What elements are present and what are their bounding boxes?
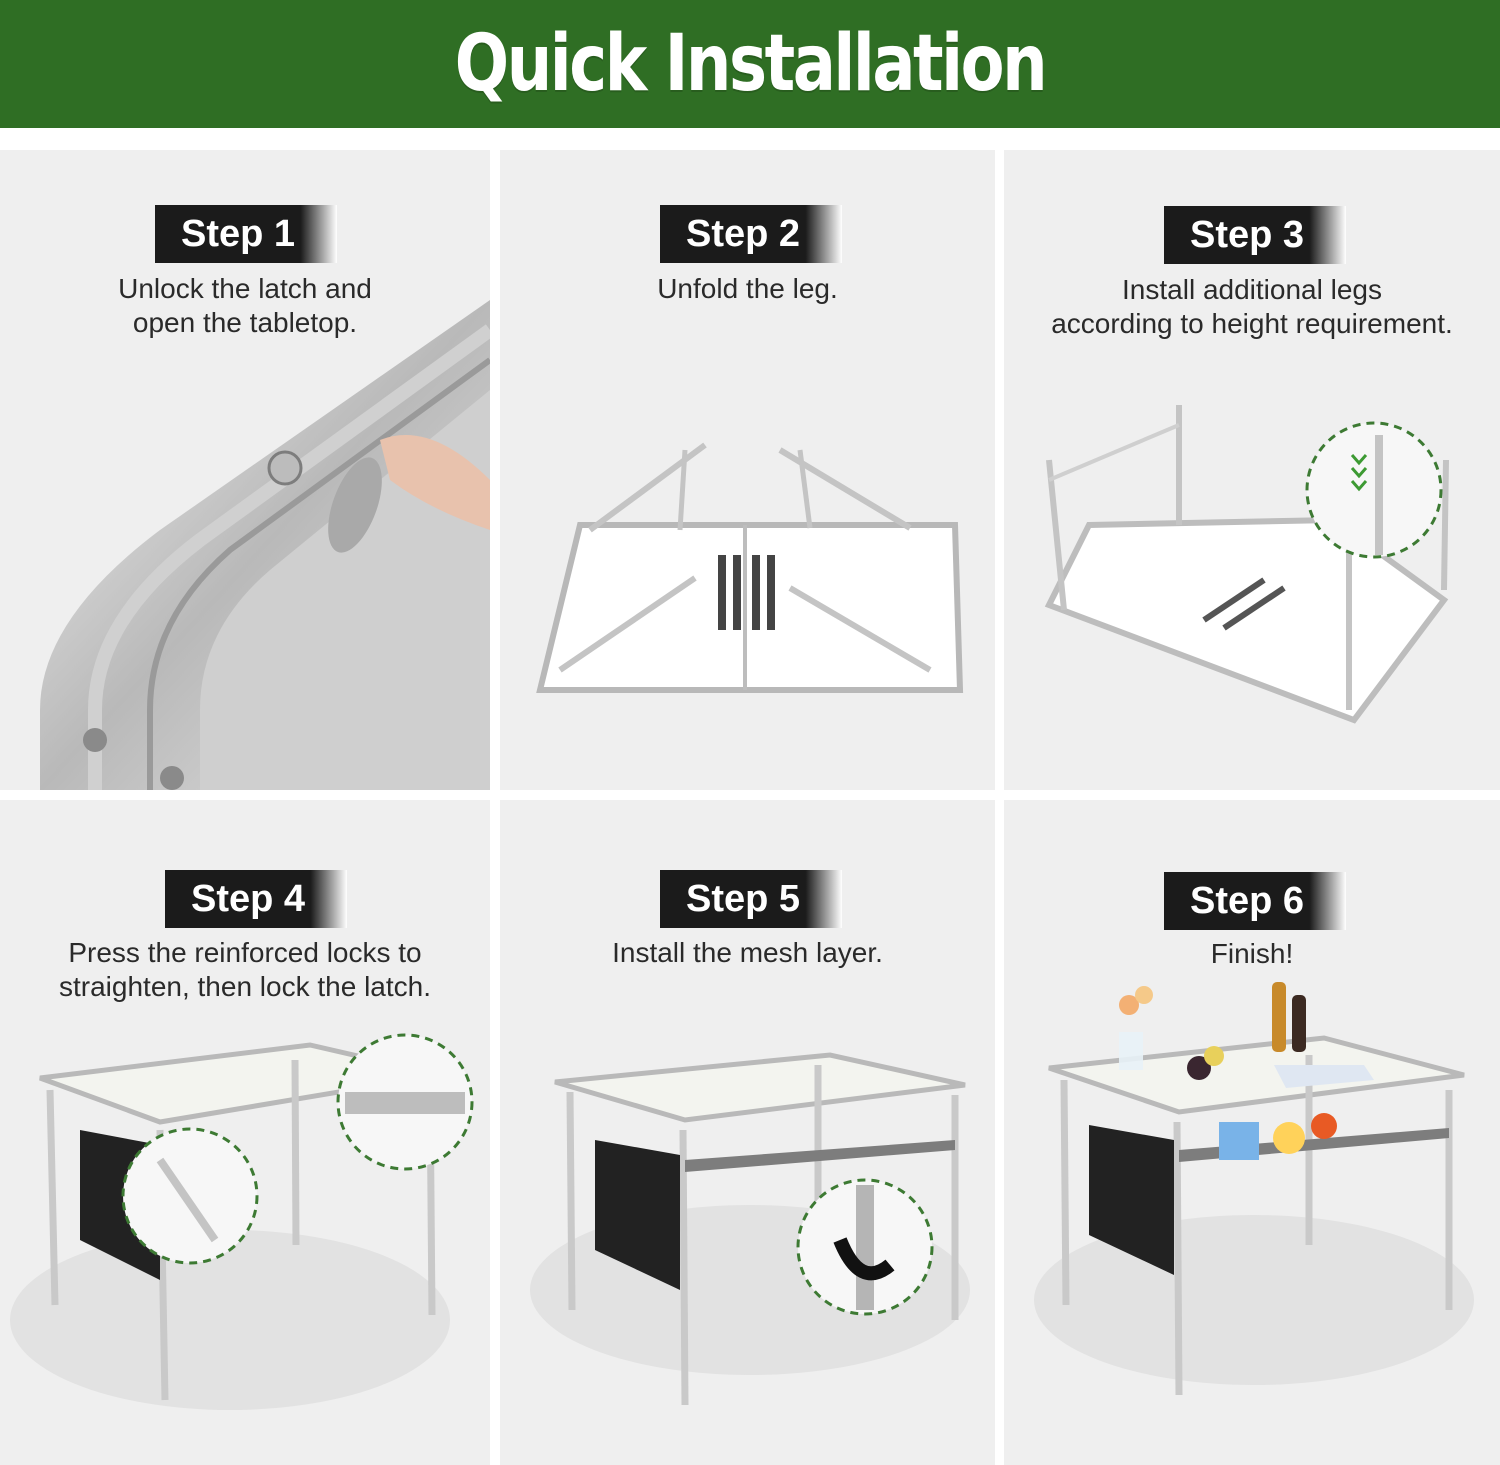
mesh-layer-table-image (530, 1052, 970, 1406)
step-1-panel: Step 1 Unlock the latch and open the tab… (0, 150, 490, 790)
step-4-panel: Step 4 Press the reinforced locks to str… (0, 800, 490, 1465)
step-badge: Step 3 (1164, 206, 1346, 264)
step-badge: Step 4 (165, 870, 347, 928)
additional-legs-image (1044, 405, 1449, 724)
step-6-panel: Step 6 Finish! (1004, 800, 1500, 1465)
step-2-panel: Step 2 Unfold the leg. (500, 150, 995, 790)
step-caption: Press the reinforced locks to straighten… (59, 937, 431, 1002)
header-banner: Quick Installation (0, 0, 1500, 128)
latch-closeup-image (40, 300, 490, 790)
step-badge: Step 2 (660, 205, 842, 263)
finished-table-image (1034, 982, 1474, 1396)
page-title: Quick Installation (454, 19, 1048, 109)
step-caption: Unlock the latch and open the tabletop. (118, 273, 372, 338)
step-badge: Step 6 (1164, 872, 1346, 930)
step-3-panel: Step 3 Install additional legs according… (1004, 150, 1500, 790)
step-caption: Finish! (1210, 938, 1294, 969)
step-caption: Unfold the leg. (657, 273, 838, 304)
step-caption: Install additional legs according to hei… (1051, 274, 1453, 339)
step-caption: Install the mesh layer. (612, 937, 883, 968)
step-badge: Step 1 (155, 205, 337, 263)
lock-latch-table-image (10, 1033, 474, 1410)
step-badge: Step 5 (660, 870, 842, 928)
unfolded-table-image (536, 442, 964, 693)
step-5-panel: Step 5 Install the mesh layer. (500, 800, 995, 1465)
